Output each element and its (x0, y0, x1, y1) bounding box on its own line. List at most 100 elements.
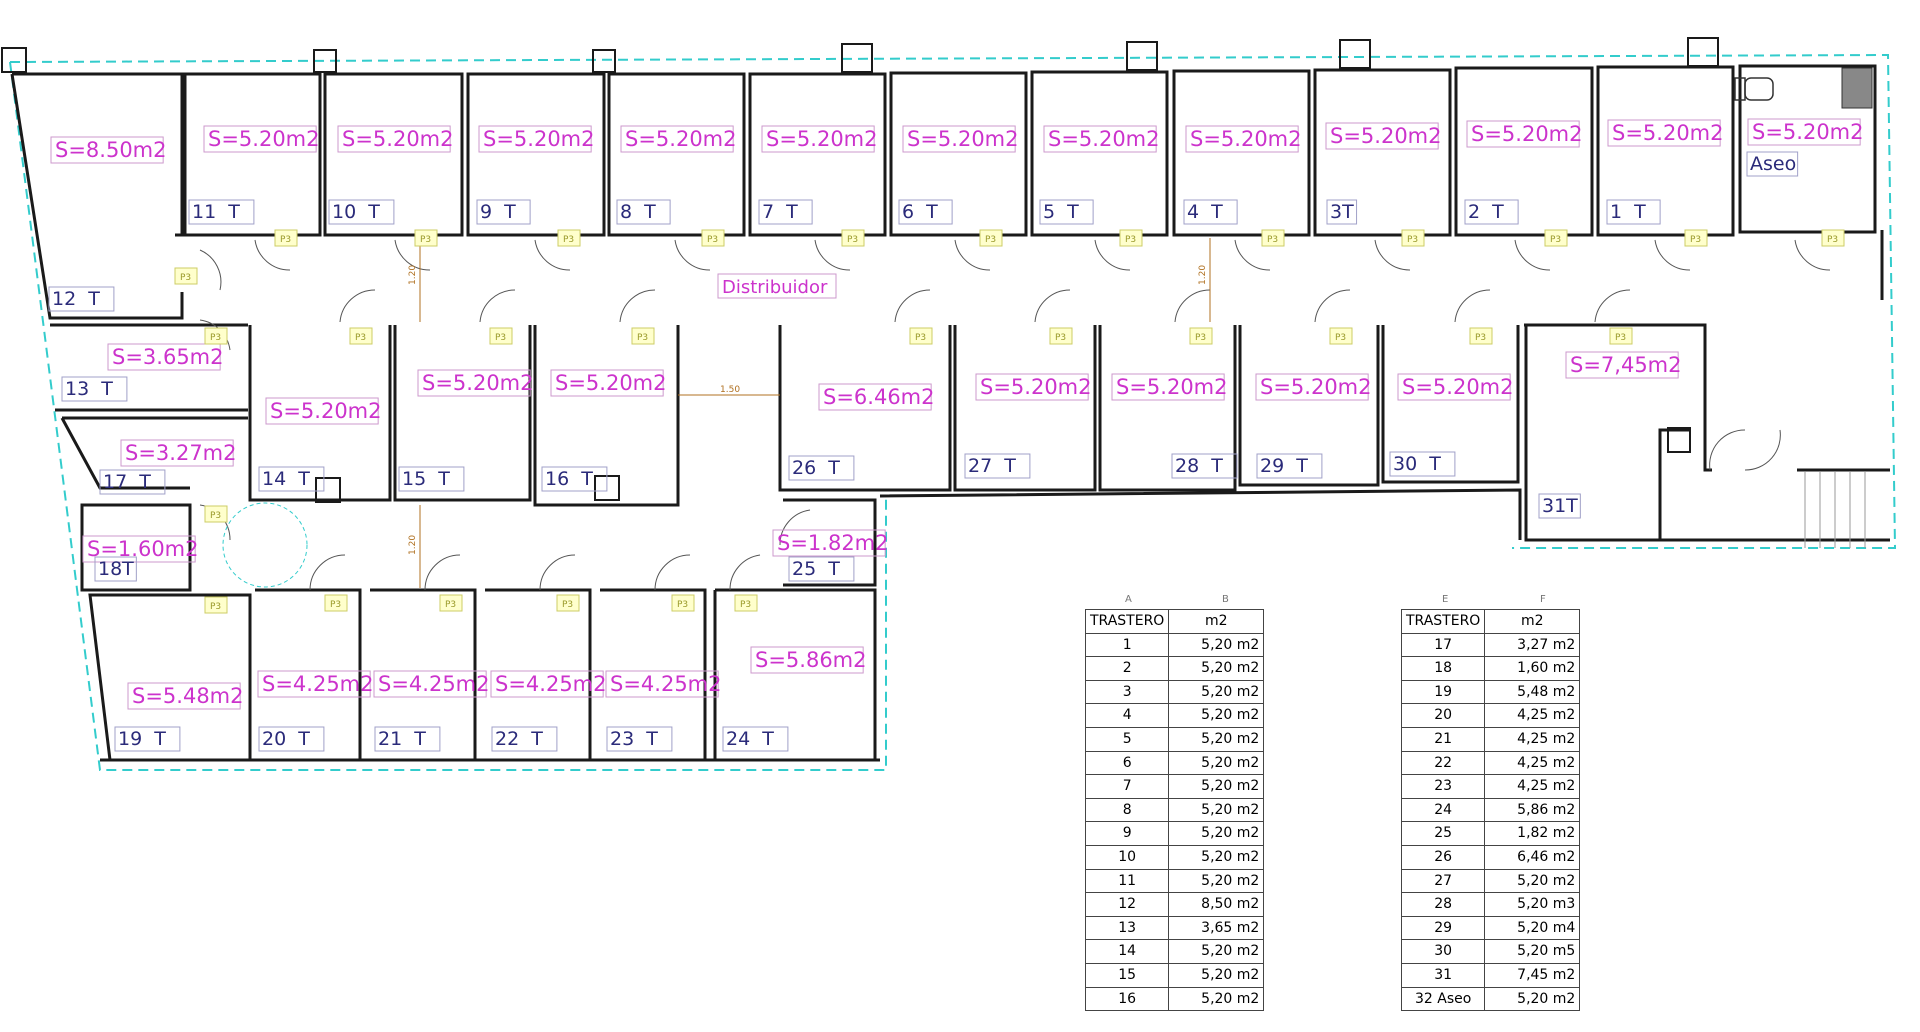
room-label-box (374, 726, 441, 752)
room-area-r2: S=5.20m2 (1471, 122, 1583, 146)
door-tag: P3 (1827, 235, 1838, 245)
trastero-area: 5,20 m2 (1168, 986, 1265, 1012)
room-number-r8: 8 T (620, 201, 656, 223)
area-label-box (772, 529, 886, 557)
area-label-box (550, 369, 664, 397)
trastero-area: 4,25 m2 (1484, 703, 1581, 728)
trastero-area: 5,20 m2 (1168, 868, 1265, 894)
door-tag-box (734, 594, 758, 612)
area-label-box (490, 670, 604, 698)
door-tag: P3 (210, 333, 221, 343)
trastero-area: 5,20 m2 (1168, 632, 1265, 658)
room-number-r13: 13 T (65, 378, 113, 400)
trastero-area: 5,20 m2 (1168, 774, 1265, 799)
room-area-r1: S=5.20m2 (1612, 121, 1724, 145)
door-tag: P3 (210, 511, 221, 521)
room-label-box (1389, 451, 1456, 477)
trastero-area: 3,65 m2 (1168, 915, 1265, 941)
header-trastero: TRASTERO (1084, 609, 1170, 634)
room-number-r7: 7 T (762, 201, 798, 223)
door-tag-box (324, 594, 348, 612)
room-label-box (758, 199, 813, 225)
room-area-r30: S=5.20m2 (1402, 375, 1514, 399)
table-left-col-letter-b: B (1222, 594, 1229, 605)
room-number-r2: 2 T (1468, 201, 1504, 223)
door-tag: P3 (1195, 333, 1206, 343)
room-area-r21: S=4.25m2 (378, 672, 490, 696)
door-tag-box (701, 229, 725, 247)
trastero-area: 5,20 m2 (1168, 821, 1265, 846)
area-label-box (761, 125, 875, 153)
door-tag-box (1329, 327, 1353, 345)
door-tag: P3 (1475, 333, 1486, 343)
door-tag: P3 (677, 600, 688, 610)
area-label-box (1565, 351, 1679, 379)
room-label-box (788, 455, 855, 481)
door-tag-box (557, 229, 581, 247)
door-tag: P3 (420, 235, 431, 245)
room-number-r9: 9 T (480, 201, 516, 223)
area-label-box (265, 397, 379, 425)
area-label-box (203, 125, 317, 153)
room-area-r27: S=5.20m2 (980, 375, 1092, 399)
area-label-box (750, 646, 864, 674)
sink-icon (1841, 67, 1873, 109)
room-label-box (541, 466, 608, 492)
room-number-r23: 23 T (610, 728, 658, 750)
trastero-number: 19 (1400, 679, 1486, 705)
room-label-box (48, 286, 115, 312)
trastero-number: 16 (1084, 986, 1170, 1012)
trastero-number: 5 (1084, 726, 1170, 752)
trastero-number: 12 (1084, 892, 1170, 917)
trastero-number: 13 (1084, 915, 1170, 941)
door-tag: P3 (210, 602, 221, 612)
header-m2: m2 (1168, 609, 1265, 634)
trastero-area: 5,20 m2 (1168, 726, 1265, 752)
walls (10, 64, 1890, 762)
door-tag-box (1544, 229, 1568, 247)
room-area-r28: S=5.20m2 (1116, 375, 1228, 399)
area-label-box (902, 125, 1016, 153)
door-tag-box (1189, 327, 1213, 345)
room-label-box (476, 199, 531, 225)
door-tag-box (349, 327, 373, 345)
area-label-box (1397, 373, 1511, 401)
door-tag-box (556, 594, 580, 612)
trastero-number: 24 (1400, 797, 1486, 823)
trastero-number: 27 (1400, 868, 1486, 894)
room-number-r15: 15 T (402, 468, 450, 490)
room-label-box (258, 726, 325, 752)
trastero-number: 23 (1400, 774, 1486, 799)
dim-label-1: 1.20 (408, 265, 418, 285)
room-number-r30: 30 T (1393, 453, 1441, 475)
trastero-number: 6 (1084, 750, 1170, 776)
corridor-label: Distribuidor (722, 277, 828, 298)
table-right-col-letter-f: F (1540, 594, 1546, 605)
room-area-r6: S=5.20m2 (907, 127, 1019, 151)
room-number-r11: 11 T (192, 201, 240, 223)
area-label-box (620, 125, 734, 153)
room-area-r12: S=8.50m2 (55, 138, 167, 162)
trastero-number: 7 (1084, 774, 1170, 799)
trastero-number: 25 (1400, 821, 1486, 846)
area-label-box (1255, 373, 1369, 401)
area-label-box (82, 535, 196, 563)
door-tag: P3 (180, 273, 191, 283)
trastero-area: 5,20 m2 (1484, 986, 1581, 1012)
room-area-r5: S=5.20m2 (1048, 127, 1160, 151)
room-area-r16: S=5.20m2 (555, 371, 667, 395)
